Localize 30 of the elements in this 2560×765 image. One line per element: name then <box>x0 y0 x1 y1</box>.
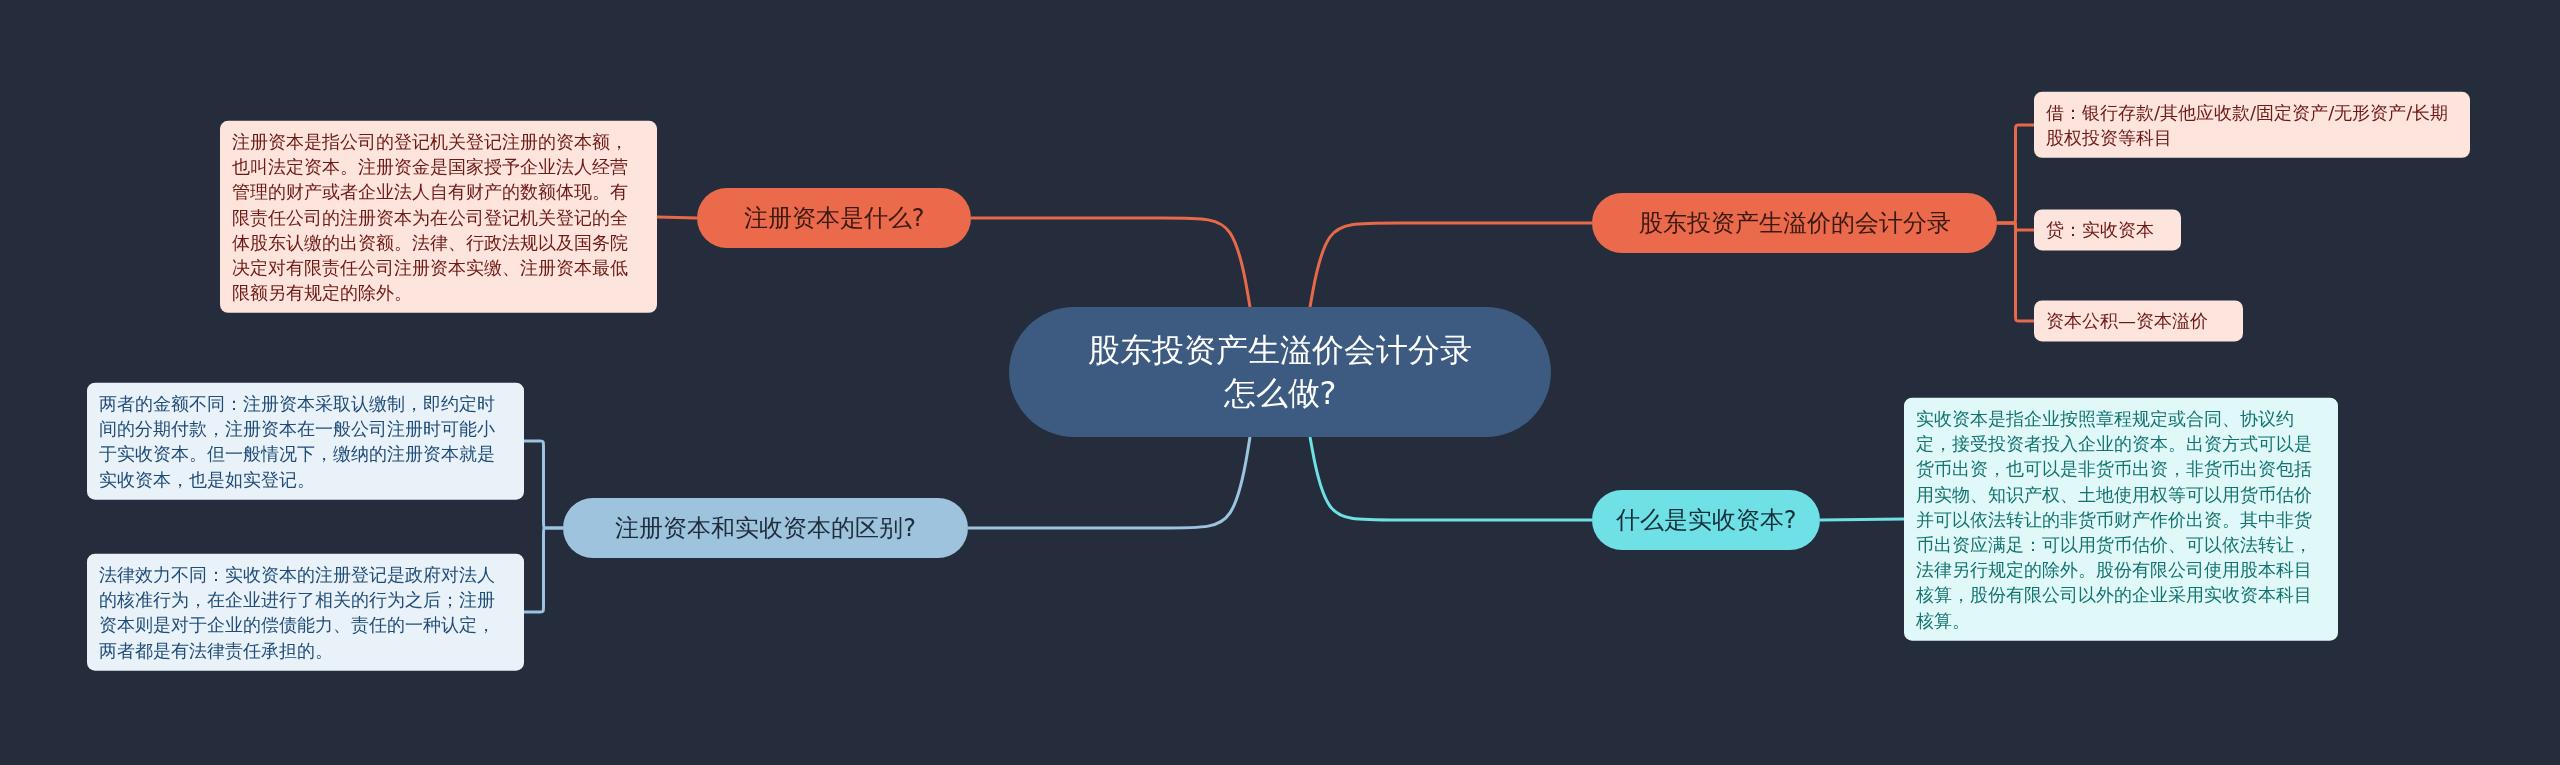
topic-pill <box>1592 193 1997 253</box>
note-card <box>87 553 524 671</box>
note-card <box>87 382 524 500</box>
note-text: 注册资本是指公司的登记机关登记注册的资本额，也叫法定资本。注册资金是国家授予企业法人经营管理的财产或者企业法人自有财产的数额体现。有限责任公司的注册资本为在公司登记机关登记的全体股东认缴的出资额。法律、行政法规以及国务院决定对有限责任公司注册资本实缴、注册资本最低限额另有规定的除外。 <box>232 129 629 305</box>
topic-pill <box>1592 490 1820 550</box>
connector-line <box>1820 517 1904 522</box>
topic-text: 什么是实收资本? <box>1615 505 1797 536</box>
topic-pill <box>697 188 971 248</box>
topic-text: 股东投资产生溢价的会计分录 <box>1638 208 1951 239</box>
note-text: 贷：实收资本 <box>2046 218 2154 243</box>
topic-text: 注册资本是什么? <box>743 203 925 234</box>
note-text: 借：银行存款/其他应收款/固定资产/无形资产/长期股权投资等科目 <box>2046 100 2450 150</box>
note-card <box>2034 209 2181 251</box>
topic-pill <box>563 498 968 558</box>
note-card <box>2034 91 2470 159</box>
connector-line <box>1997 221 2034 323</box>
note-card <box>2034 300 2243 342</box>
topic-text: 股东投资产生溢价会计分录怎么做? <box>1087 329 1473 414</box>
note-card <box>220 120 657 314</box>
connector-line <box>971 216 1252 308</box>
note-text: 资本公积—资本溢价 <box>2046 309 2208 334</box>
topic-text: 注册资本和实收资本的区别? <box>615 513 916 544</box>
note-text: 法律效力不同：实收资本的注册登记是政府对法人的核准行为，在企业进行了相关的行为之后；注册资本则是对于企业的偿债能力、责任的一种认定，两者都是有法律责任承担的。 <box>99 562 496 663</box>
connector-line <box>524 526 563 614</box>
connector-line <box>656 215 698 220</box>
connector-line <box>1308 221 1592 308</box>
note-text: 两者的金额不同：注册资本采取认缴制，即约定时间的分期付款，注册资本在一般公司注册时可能小于实收资本。但一般情况下，缴纳的注册资本就是实收资本，也是如实登记。 <box>99 391 496 492</box>
note-text: 实收资本是指企业按照章程规定或合同、协议约定，接受投资者投入企业的资本。出资方式可以是货币出资，也可以是非货币出资，非货币出资包括用实物、知识产权、土地使用权等可以用货币估价并可以依法转让的非货币财产作价出资。其中非货币出资应满足：可以用货币估价、可以依法转让，法律另行规定的除外。股份有限公司使用股本科目核算，股份有限公司以外的企业采用实收资本科目核算。 <box>1916 406 2313 633</box>
connector-line <box>968 436 1252 530</box>
connector-line <box>1308 436 1592 522</box>
